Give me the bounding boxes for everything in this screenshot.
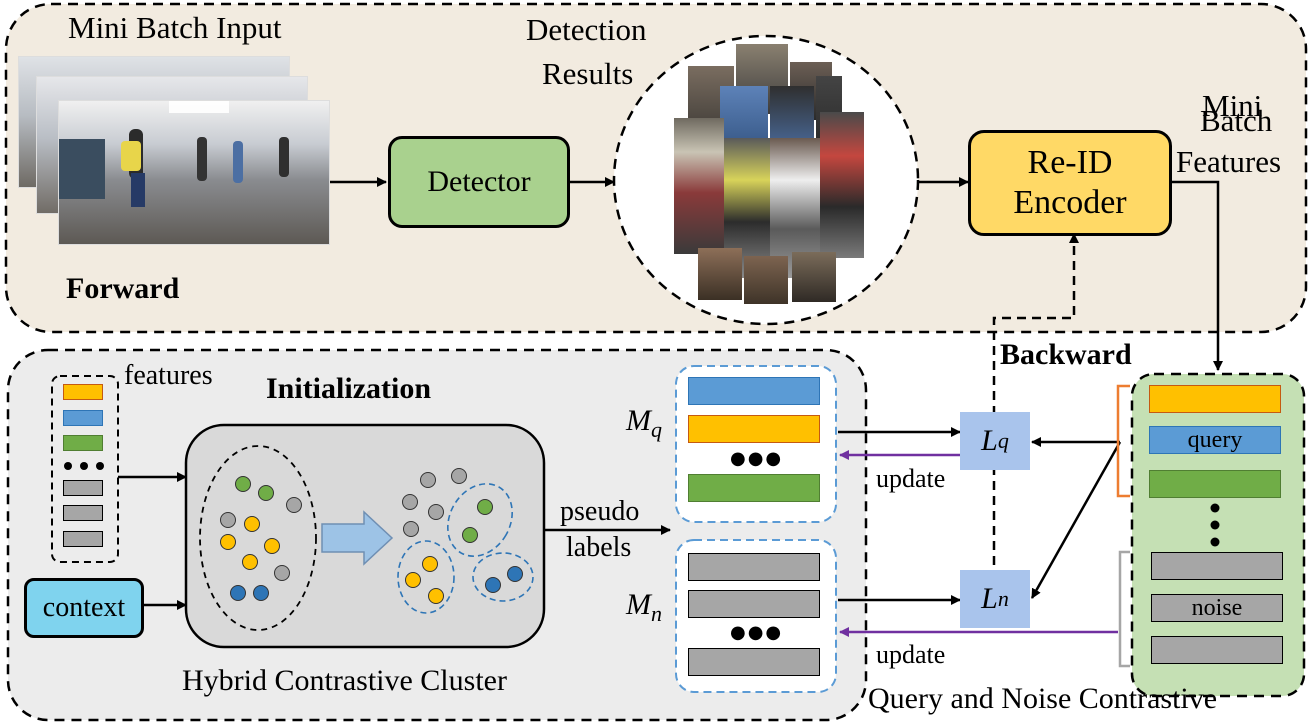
forward-label: Forward — [66, 272, 180, 305]
cluster-point-blue — [507, 566, 523, 582]
memory-q-orange — [688, 415, 820, 443]
reid-encoder-box: Re-ID Encoder — [968, 130, 1172, 236]
contrastive-title: Query and Noise Contrastive — [868, 682, 1218, 715]
contrastive-gray — [1151, 552, 1283, 580]
features-title-line1: Mini — [1202, 88, 1263, 123]
input-image-1 — [58, 100, 330, 245]
cluster-point-gray — [428, 504, 444, 520]
cluster-point-yellow — [244, 516, 260, 532]
memory-q-ellipsis: ●●● — [730, 448, 784, 469]
detection-title-line1: Detection — [526, 12, 647, 47]
cluster-label: Hybrid Contrastive Cluster — [182, 664, 507, 697]
memory-n-main: M — [626, 588, 651, 621]
cluster-point-yellow — [264, 538, 280, 554]
detection-crop — [792, 252, 836, 302]
cluster-point-yellow — [422, 556, 438, 572]
feature-blue — [63, 410, 103, 426]
detection-title-line2: Results — [542, 56, 634, 91]
cluster-transform-arrow — [321, 510, 394, 566]
cluster-point-blue — [253, 585, 269, 601]
cluster-point-gray — [402, 494, 418, 510]
mini-batch-input-title: Mini Batch Input — [68, 10, 282, 45]
backward-label: Backward — [1000, 338, 1132, 371]
cluster-point-gray — [403, 521, 419, 537]
memory-q-sub: q — [651, 417, 662, 442]
noise-label: noise — [1191, 594, 1243, 621]
feature-green — [63, 435, 103, 451]
update-label-top: update — [876, 464, 946, 493]
cluster-point-gray — [220, 512, 236, 528]
cluster-point-blue — [230, 585, 246, 601]
memory-q-main: M — [626, 404, 651, 437]
cluster-point-green — [477, 499, 493, 515]
query-feature: query — [1149, 426, 1281, 454]
detection-crop — [820, 112, 864, 258]
cluster-point-green — [462, 527, 478, 543]
cluster-point-gray — [451, 468, 467, 484]
memory-q-label: Mq — [626, 404, 662, 443]
cluster-point-gray — [420, 472, 436, 488]
contrastive-gray — [1151, 636, 1283, 664]
cluster-point-green — [258, 485, 274, 501]
cluster-point-blue — [485, 577, 501, 593]
pseudo-labels-line2: labels — [566, 532, 632, 563]
memory-n-label: Mn — [626, 588, 662, 627]
memory-n-sub: n — [651, 601, 662, 626]
features-label: features — [124, 360, 213, 391]
contrastive-orange — [1149, 385, 1281, 413]
contrastive-green — [1149, 470, 1281, 498]
feature-gray — [63, 531, 103, 547]
cluster-point-gray — [286, 497, 302, 513]
detection-crop — [674, 118, 724, 254]
cluster-point-yellow — [428, 588, 444, 604]
feature-gray — [63, 505, 103, 521]
context-box: context — [24, 578, 144, 638]
memory-n-gray — [688, 590, 820, 618]
loss-n-sub: n — [997, 586, 1009, 611]
initialization-title: Initialization — [266, 372, 432, 405]
loss-q-main: L — [981, 424, 998, 457]
features-title-line3: Features — [1176, 144, 1282, 179]
feature-orange — [63, 384, 103, 400]
encoder-label-line2: Encoder — [1013, 184, 1127, 221]
detector-label: Detector — [427, 165, 531, 198]
loss-n-main: L — [981, 582, 998, 615]
loss-q-sub: q — [997, 428, 1009, 453]
memory-q-green — [688, 474, 820, 502]
memory-n-gray — [688, 553, 820, 581]
detection-crop — [744, 256, 788, 304]
feature-gray — [63, 480, 103, 496]
detection-crop — [698, 248, 742, 300]
detector-box: Detector — [388, 136, 570, 228]
pseudo-labels-line1: pseudo — [560, 496, 640, 527]
memory-n-ellipsis: ●●● — [730, 622, 784, 643]
context-label: context — [42, 592, 126, 623]
cluster-point-yellow — [242, 554, 258, 570]
query-label: query — [1187, 426, 1243, 453]
noise-bracket — [1118, 550, 1130, 668]
cluster-point-green — [235, 476, 251, 492]
memory-q-blue — [688, 377, 820, 405]
encoder-label-line1: Re-ID — [1027, 144, 1113, 181]
features-list-box — [51, 375, 119, 563]
memory-n-gray — [688, 648, 820, 676]
cluster-point-yellow — [220, 534, 236, 550]
cluster-point-yellow — [405, 572, 421, 588]
query-bracket — [1116, 384, 1130, 498]
features-title-line2-visible: Batch — [1200, 103, 1273, 138]
noise-feature: noise — [1151, 594, 1283, 622]
cluster-point-gray — [274, 565, 290, 581]
update-label-bottom: update — [876, 640, 946, 669]
